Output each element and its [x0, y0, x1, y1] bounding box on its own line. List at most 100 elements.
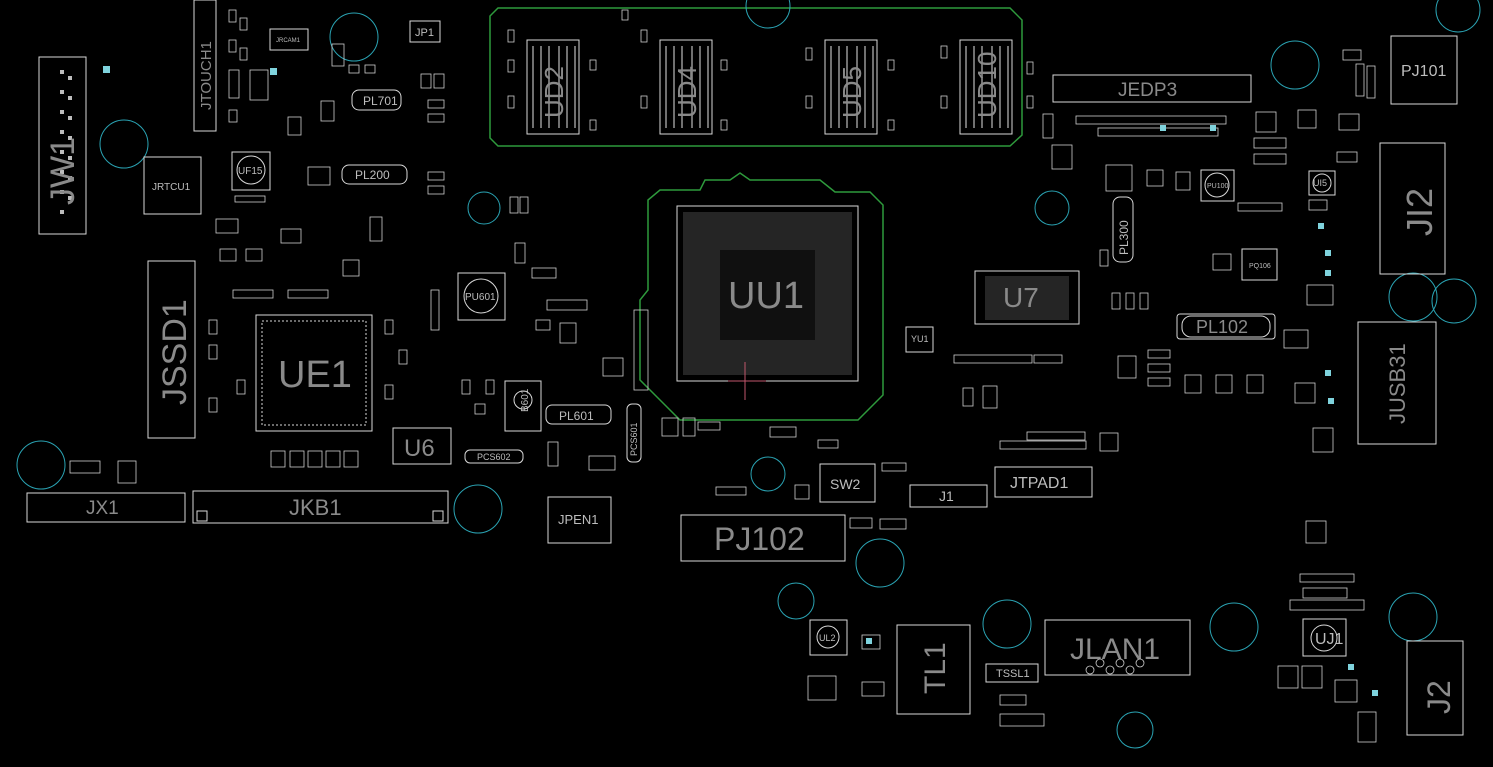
connector-jlan1: JLAN1 — [1044, 619, 1191, 676]
connector-jtpad1: JTPAD1 — [994, 466, 1093, 498]
switch-sw2: SW2 — [819, 463, 876, 503]
row-pads-ue1 — [270, 450, 359, 468]
small-components-center — [661, 354, 1119, 530]
component-jrtcu1: JRTCU1 — [143, 156, 202, 215]
label-b601: B601 — [520, 388, 531, 412]
label-yu1: YU1 — [911, 334, 929, 344]
label-jedp3: JEDP3 — [1118, 80, 1177, 101]
label-ud10: UD10 — [972, 52, 1002, 118]
label-j2: J2 — [1421, 680, 1457, 714]
cpu-zone-outline — [639, 172, 884, 421]
label-jpen1: JPEN1 — [558, 512, 598, 527]
connector-jkb1: JKB1 — [192, 490, 449, 524]
label-uj1: UJ1 — [1315, 631, 1344, 648]
label-pq106: PQ106 — [1249, 263, 1271, 270]
small-components-right — [1042, 49, 1376, 453]
inductor-pl300: PL300 — [1112, 196, 1134, 263]
label-sw2: SW2 — [830, 476, 861, 492]
connector-jw1: JW1 — [38, 56, 87, 235]
memory-zone-outline — [489, 7, 1023, 147]
label-ji2: JI2 — [1399, 188, 1440, 236]
chip-pu601: PU601 — [457, 272, 506, 321]
label-ud4: UD4 — [672, 66, 702, 118]
label-ud5: UD5 — [837, 66, 867, 118]
label-pl200: PL200 — [355, 168, 390, 182]
label-ud2: UD2 — [539, 66, 569, 118]
component-pcs601: PCS601 — [626, 403, 642, 463]
label-u6: U6 — [404, 435, 435, 462]
component-jp1: JP1 — [409, 20, 441, 43]
label-tl1: TL1 — [919, 642, 952, 694]
label-tssl1: TSSL1 — [996, 668, 1030, 680]
connector-jtouch1: JTOUCH1 — [193, 0, 217, 132]
label-pu100: PU100 — [1207, 183, 1229, 190]
component-tssl1: TSSL1 — [985, 663, 1039, 683]
component-pq106: PQ106 — [1241, 248, 1278, 281]
label-jw1: JW1 — [44, 137, 82, 205]
label-jtouch1: JTOUCH1 — [198, 41, 215, 110]
label-pj102: PJ102 — [714, 521, 805, 557]
label-uu1: UU1 — [728, 275, 804, 317]
teal-markers — [103, 66, 1378, 696]
label-j1: J1 — [939, 488, 954, 504]
label-uf15: UF15 — [238, 166, 263, 177]
label-jusb31: JUSB31 — [1385, 343, 1410, 424]
connector-j2: J2 — [1406, 640, 1464, 736]
memory-ud5: UD5 — [824, 39, 878, 135]
label-pl701: PL701 — [363, 94, 398, 108]
inductor-pl200: PL200 — [341, 164, 408, 185]
label-pcs602: PCS602 — [477, 452, 511, 462]
label-jkb1: JKB1 — [289, 495, 342, 520]
component-pcs602: PCS602 — [464, 449, 524, 464]
connector-jx1: JX1 — [26, 492, 186, 523]
inductor-pl102: PL102 — [1176, 313, 1276, 340]
chip-uf15: UF15 — [231, 151, 271, 191]
chip-ul2: UL2 — [809, 619, 848, 656]
label-jlan1: JLAN1 — [1070, 633, 1160, 666]
mounting-holes — [16, 0, 1481, 749]
label-pl102: PL102 — [1196, 317, 1248, 337]
label-pj101: PJ101 — [1401, 63, 1446, 80]
transformer-tl1: TL1 — [896, 624, 971, 715]
connector-jpen1: JPEN1 — [547, 496, 612, 544]
connector-pj102: PJ102 — [680, 514, 846, 562]
inductor-pl701: PL701 — [351, 89, 402, 111]
memory-ud2: UD2 — [526, 39, 580, 135]
connector-jedp3: JEDP3 — [1052, 74, 1252, 103]
label-jx1: JX1 — [86, 498, 119, 519]
label-jrcam1: JRCAM1 — [276, 38, 301, 44]
label-jp1: JP1 — [415, 27, 434, 39]
chip-u7: U7 — [974, 270, 1080, 325]
chip-pu100: PU100 — [1200, 169, 1235, 202]
small-components-bottom — [807, 520, 1377, 743]
label-pl601: PL601 — [559, 409, 594, 423]
memory-zone-small-parts — [507, 9, 1034, 131]
connector-ji2: JI2 — [1379, 142, 1446, 275]
label-jtpad1: JTPAD1 — [1010, 475, 1068, 492]
chip-ui5: UI5 — [1308, 170, 1336, 196]
connector-pj101: PJ101 — [1390, 35, 1458, 105]
memory-ud10: UD10 — [959, 39, 1013, 135]
connector-j1: J1 — [909, 484, 988, 508]
label-jssd1: JSSD1 — [156, 299, 194, 405]
label-jrtcu1: JRTCU1 — [152, 182, 191, 193]
cpu-uu1: UU1 — [676, 205, 859, 400]
connector-jusb31: JUSB31 — [1357, 321, 1437, 445]
crystal-yu1: YU1 — [905, 326, 934, 353]
small-components-mid-left — [430, 196, 649, 471]
inductor-pl601: PL601 — [545, 404, 612, 425]
label-pu601: PU601 — [465, 292, 496, 303]
connector-jssd1: JSSD1 — [147, 260, 196, 439]
label-pcs601: PCS601 — [629, 422, 639, 456]
component-b601: B601 — [504, 380, 542, 432]
label-ue1: UE1 — [278, 354, 352, 396]
label-pl300: PL300 — [1117, 220, 1131, 255]
label-ui5: UI5 — [1313, 178, 1327, 188]
component-jrcam1: JRCAM1 — [269, 28, 309, 51]
chip-ue1: UE1 — [255, 314, 373, 432]
label-u7: U7 — [1003, 282, 1039, 313]
small-components-left — [69, 9, 445, 484]
chip-u6: U6 — [392, 427, 452, 465]
chip-uj1: UJ1 — [1302, 618, 1347, 657]
